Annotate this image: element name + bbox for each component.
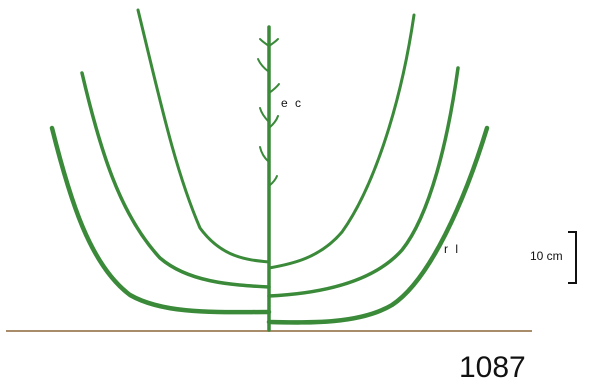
branch-label: r l bbox=[444, 242, 460, 256]
upper-right-branch bbox=[269, 15, 414, 268]
scale-bar-bracket bbox=[568, 232, 576, 283]
central-axis-label: e c bbox=[281, 96, 303, 110]
middle-left-branch bbox=[82, 73, 269, 287]
plant bbox=[52, 10, 487, 330]
upper-left-branch bbox=[138, 10, 269, 262]
scale-bar: 10 cm bbox=[530, 232, 576, 283]
figure-number: 1087 bbox=[459, 351, 526, 384]
scale-bar-label: 10 cm bbox=[530, 249, 563, 263]
